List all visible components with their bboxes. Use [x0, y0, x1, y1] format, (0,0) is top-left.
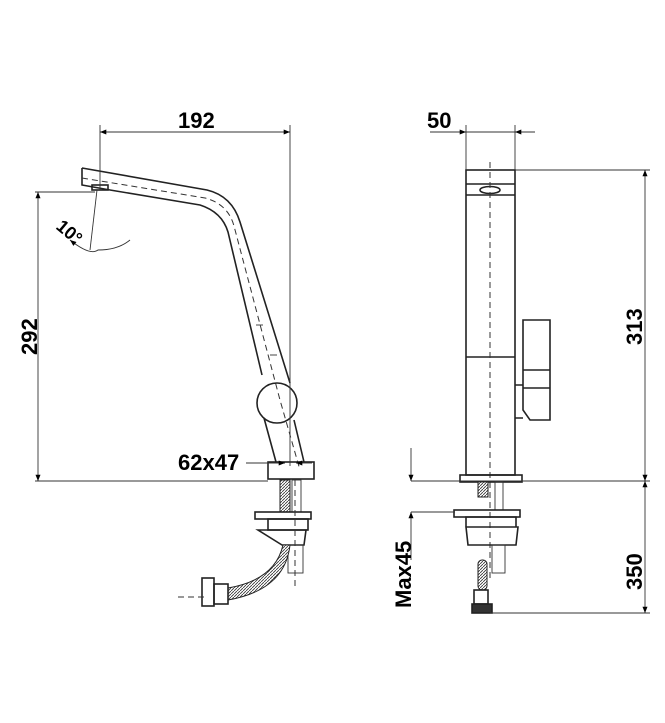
dim-max-counter-thickness: Max45 [391, 541, 416, 608]
dim-outlet-height: 292 [17, 318, 42, 355]
spout-outline [81, 167, 291, 384]
hose-fitting [213, 583, 229, 605]
front-view: 192 292 10° 62x47 [17, 108, 315, 607]
base-plate [267, 461, 315, 480]
dim-width: 50 [427, 108, 451, 133]
supply-hose-stub [279, 479, 291, 513]
dim-base-size: 62x47 [178, 450, 239, 475]
dim-spout-reach: 192 [178, 108, 215, 133]
body-lower [263, 417, 305, 463]
dim-hose-length: 350 [622, 553, 647, 590]
lever-handle-side [515, 319, 551, 421]
mounting-nut [254, 511, 312, 520]
side-view: 50 313 350 Max45 [391, 108, 650, 614]
dim-total-height: 313 [622, 308, 647, 345]
supply-hose-stub-side [477, 481, 489, 498]
rod-lower [287, 544, 304, 574]
lever-handle [256, 382, 298, 424]
hose-side [477, 559, 488, 591]
base-plate-side [459, 474, 523, 483]
mounting-cylinder [267, 518, 309, 531]
mounting-cylinder-side [465, 516, 519, 546]
mounting-nut-side [453, 509, 521, 518]
hose-fitting-side [473, 589, 489, 605]
mounting-wedge [255, 529, 307, 546]
flex-hose [227, 544, 291, 601]
hose-nut [201, 577, 215, 607]
swivel-arc [69, 239, 131, 253]
spout-centerline [81, 177, 301, 471]
dim-swivel-angle: 10° [52, 216, 86, 249]
mount-rod [291, 479, 302, 513]
